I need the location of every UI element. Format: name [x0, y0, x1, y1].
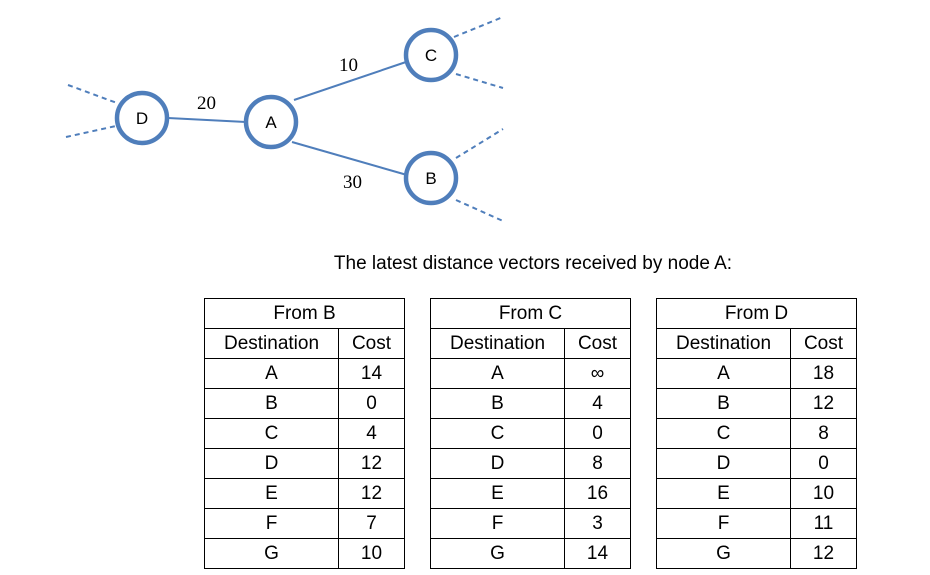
cost-cell: 0	[338, 388, 405, 419]
edge-label-A-B: 30	[343, 172, 362, 193]
cost-cell: 10	[338, 538, 405, 569]
destination-cell: G	[656, 538, 791, 569]
network-diagram: 20 10 30 D A C B	[65, 16, 504, 222]
dashed-link	[67, 84, 118, 104]
dashed-link	[455, 73, 504, 89]
destination-cell: G	[430, 538, 565, 569]
destination-cell: C	[656, 418, 791, 449]
cost-cell: 14	[564, 538, 631, 569]
table-row: A∞	[430, 358, 631, 389]
edge-A-C	[293, 61, 407, 101]
destination-cell: D	[204, 448, 339, 479]
column-header-cost: Cost	[338, 328, 405, 359]
node-label-C: C	[425, 46, 437, 65]
cost-cell: 8	[564, 448, 631, 479]
node-C	[403, 27, 459, 83]
destination-cell: D	[430, 448, 565, 479]
dashed-link	[455, 199, 504, 222]
cost-cell: 7	[338, 508, 405, 539]
edge-D-A	[167, 117, 247, 123]
cost-cell: 3	[564, 508, 631, 539]
column-header-destination: Destination	[656, 328, 791, 359]
dashed-link	[65, 125, 117, 138]
destination-cell: B	[204, 388, 339, 419]
dashed-link	[453, 16, 504, 38]
cost-cell: 0	[564, 418, 631, 449]
destination-cell: C	[204, 418, 339, 449]
destination-cell: F	[430, 508, 565, 539]
dashed-link	[455, 128, 504, 159]
node-B	[403, 150, 459, 206]
destination-cell: A	[656, 358, 791, 389]
cost-cell: 12	[790, 388, 857, 419]
destination-cell: A	[430, 358, 565, 389]
destination-cell: A	[204, 358, 339, 389]
destination-cell: G	[204, 538, 339, 569]
destination-cell: F	[656, 508, 791, 539]
node-label-B: B	[425, 169, 436, 188]
edge-A-B	[291, 141, 408, 176]
destination-cell: C	[430, 418, 565, 449]
node-label-A: A	[265, 113, 277, 132]
column-header-cost: Cost	[564, 328, 631, 359]
table-title: From D	[656, 298, 857, 329]
cost-cell: 4	[564, 388, 631, 419]
column-header-destination: Destination	[430, 328, 565, 359]
cost-cell: 0	[790, 448, 857, 479]
cost-cell: ∞	[564, 358, 631, 389]
node-A	[243, 94, 299, 150]
column-header-destination: Destination	[204, 328, 339, 359]
cost-cell: 4	[338, 418, 405, 449]
destination-cell: E	[656, 478, 791, 509]
edge-label-A-C: 10	[339, 55, 358, 76]
destination-cell: B	[656, 388, 791, 419]
cost-cell: 14	[338, 358, 405, 389]
cost-cell: 8	[790, 418, 857, 449]
caption: The latest distance vectors received by …	[333, 253, 733, 274]
destination-cell: D	[656, 448, 791, 479]
cost-cell: 12	[338, 478, 405, 509]
cost-cell: 16	[564, 478, 631, 509]
cost-cell: 12	[338, 448, 405, 479]
table-title: From B	[204, 298, 405, 329]
node-label-D: D	[136, 109, 148, 128]
cost-cell: 12	[790, 538, 857, 569]
destination-cell: E	[204, 478, 339, 509]
destination-cell: B	[430, 388, 565, 419]
node-D	[114, 90, 170, 146]
table-title: From C	[430, 298, 631, 329]
destination-cell: F	[204, 508, 339, 539]
cost-cell: 11	[790, 508, 857, 539]
cost-cell: 18	[790, 358, 857, 389]
cost-cell: 10	[790, 478, 857, 509]
destination-cell: E	[430, 478, 565, 509]
edge-label-D-A: 20	[197, 93, 216, 114]
column-header-cost: Cost	[790, 328, 857, 359]
